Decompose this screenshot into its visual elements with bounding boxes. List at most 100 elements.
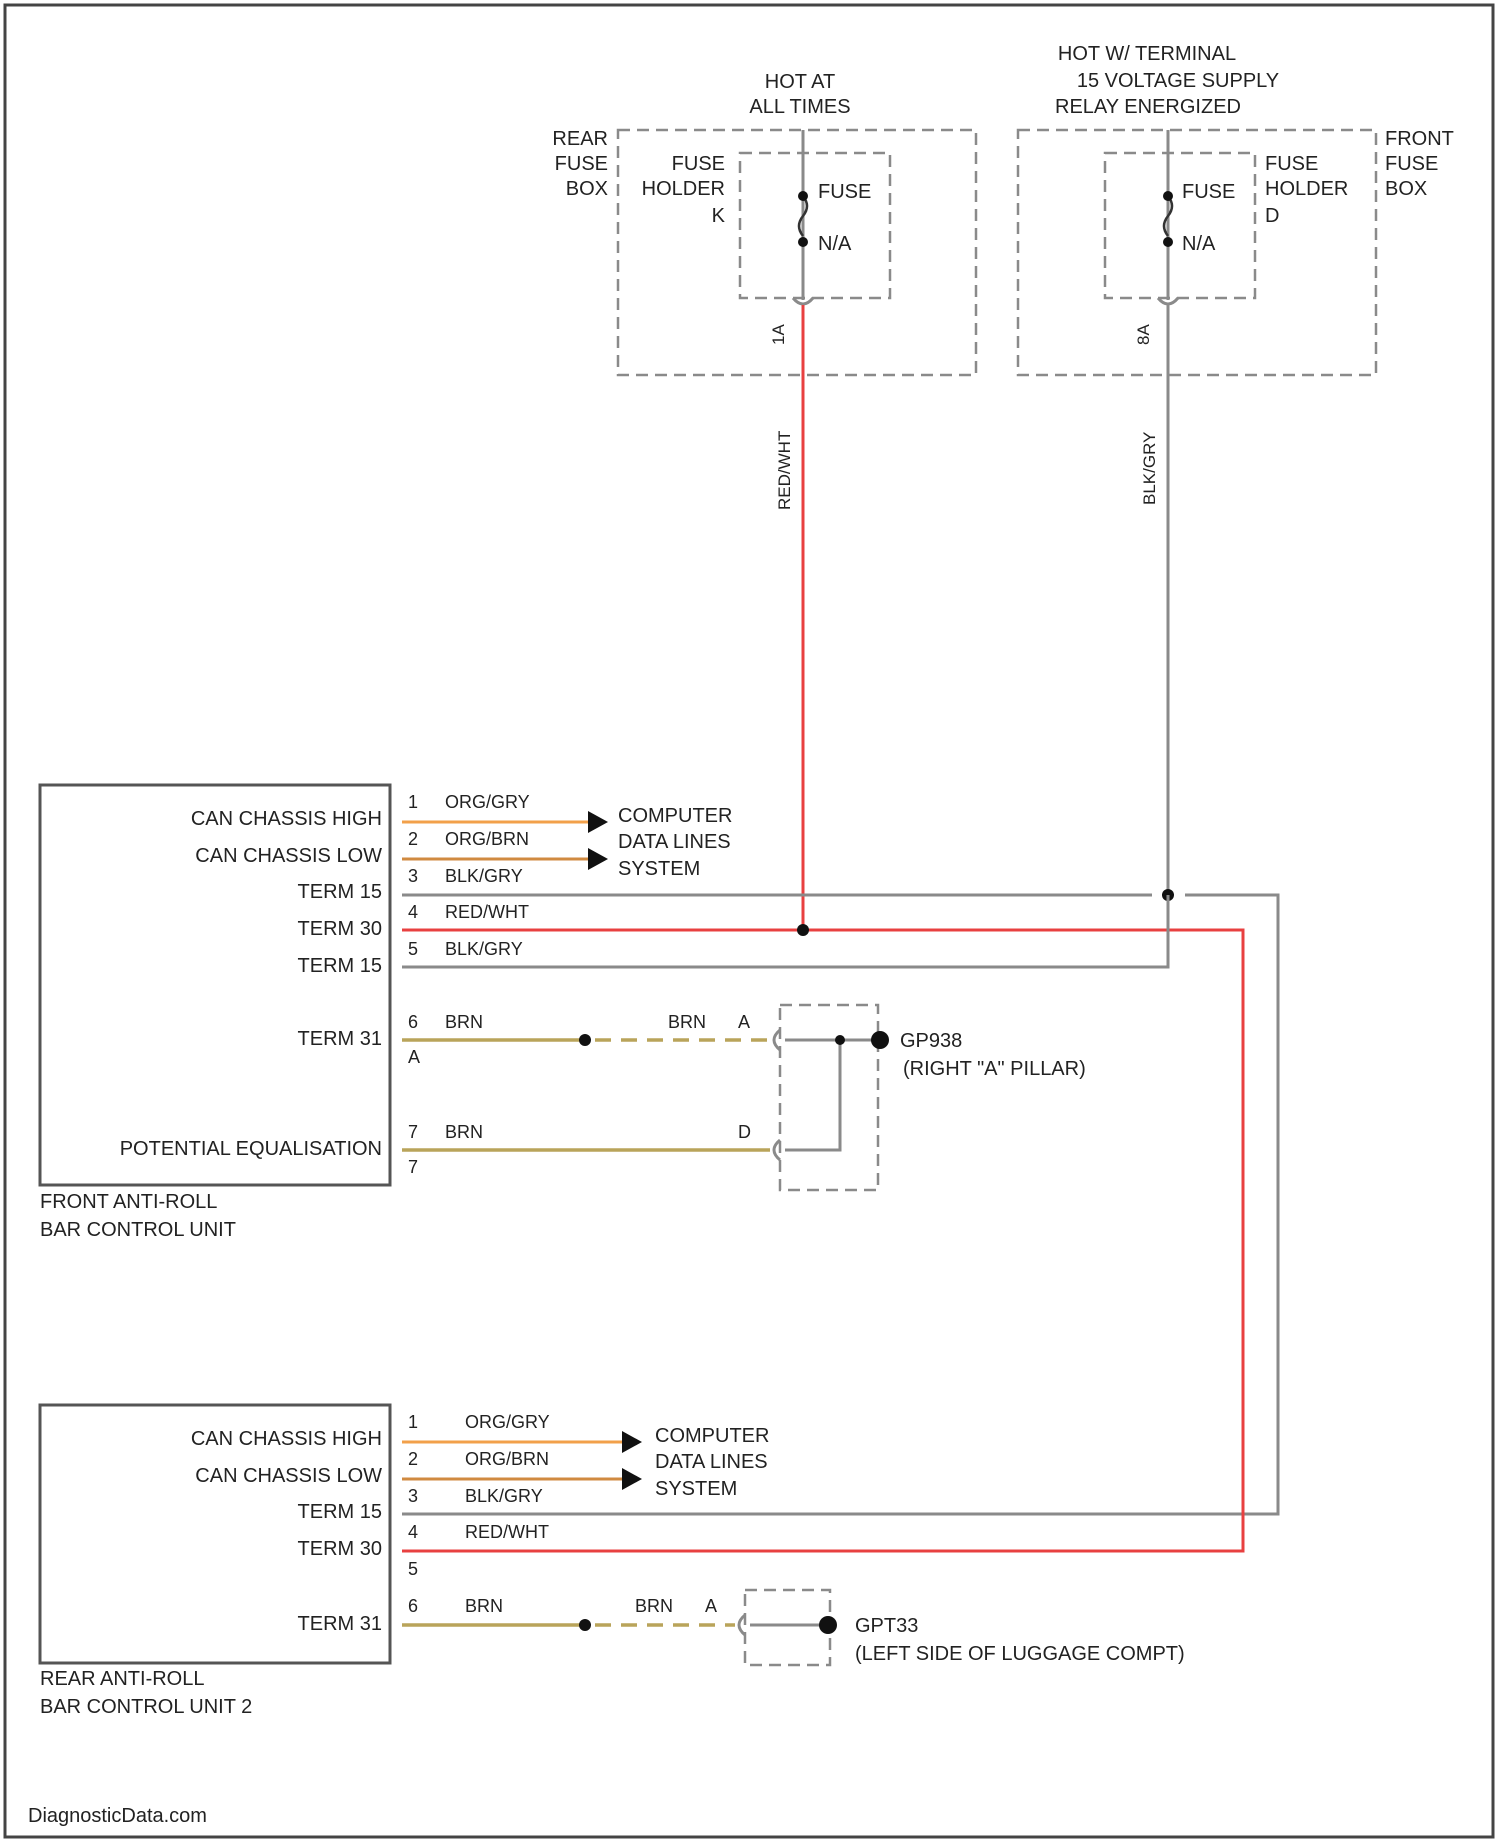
rear-pin-num-6: 6: [408, 1596, 418, 1616]
rear-unit-name-1: REAR ANTI-ROLL: [40, 1668, 204, 1690]
front-data-lines-3: SYSTEM: [618, 858, 700, 880]
front-holder-label-3: D: [1265, 205, 1279, 227]
front-ground-name: GP938: [900, 1030, 962, 1052]
front-fuse-dot-top: [1163, 191, 1173, 201]
rear-data-lines-2: DATA LINES: [655, 1451, 768, 1473]
rear-fuse-dot-top: [798, 191, 808, 201]
rear-supply-label-1: HOT AT: [765, 71, 835, 93]
front-arrow-can-low: [588, 848, 608, 870]
front-supply-label-1: HOT W/ TERMINAL: [1058, 43, 1236, 65]
rear-pin-num-3: 3: [408, 1486, 418, 1506]
rear-wire-color-6: BRN: [465, 1596, 503, 1616]
front-ground-internal-d: [785, 1040, 840, 1150]
front-data-lines-1: COMPUTER: [618, 805, 732, 827]
front-unit-name-2: BAR CONTROL UNIT: [40, 1219, 236, 1241]
front-wire-color-2: ORG/BRN: [445, 829, 529, 849]
rear-fuse-rating: N/A: [818, 233, 852, 255]
front-fuse-dot-bottom: [1163, 237, 1173, 247]
rear-pin-label-2: CAN CHASSIS LOW: [195, 1465, 382, 1487]
rear-arrow-can-high: [622, 1431, 642, 1453]
front-term31-splice: [579, 1034, 591, 1046]
front-ground-location: (RIGHT "A" PILLAR): [903, 1058, 1086, 1080]
rear-ground-connector: [745, 1590, 830, 1665]
rear-pin-num-5: 5: [408, 1559, 418, 1579]
front-holder-label-2: HOLDER: [1265, 178, 1348, 200]
rear-wire-color-1: ORG/GRY: [465, 1412, 550, 1432]
front-holder-label-1: FUSE: [1265, 153, 1318, 175]
rear-supply-label-2: ALL TIMES: [749, 96, 850, 118]
rear-pin-label-6: TERM 31: [298, 1613, 382, 1635]
front-supply-label-3: RELAY ENERGIZED: [1055, 96, 1241, 118]
front-pin-label-4: TERM 30: [298, 918, 382, 940]
rear-anti-roll-unit: REAR ANTI-ROLL BAR CONTROL UNIT 2 CAN CH…: [40, 1405, 1185, 1718]
rear-fuse-terminal-label: 1A: [769, 324, 788, 345]
rear-holder-label-2: HOLDER: [642, 178, 725, 200]
front-ground-wire-color: BRN: [668, 1012, 706, 1032]
rear-fuse-holder-outline: [740, 153, 890, 298]
front-pin-label-3: TERM 15: [298, 881, 382, 903]
rear-arrow-can-low: [622, 1468, 642, 1490]
front-box-label-2: FUSE: [1385, 153, 1438, 175]
rear-holder-label-1: FUSE: [672, 153, 725, 175]
front-supply-label-2: 15 VOLTAGE SUPPLY: [1077, 70, 1279, 92]
splice-term30: [797, 924, 809, 936]
front-ground-connector: [780, 1005, 878, 1190]
front-pin-extra-a: A: [408, 1047, 420, 1067]
front-pin-label-2: CAN CHASSIS LOW: [195, 845, 382, 867]
front-pin-num-3: 3: [408, 866, 418, 886]
front-wire-color-5: BLK/GRY: [445, 939, 523, 959]
front-arrow-can-high: [588, 811, 608, 833]
front-pin-num-7: 7: [408, 1122, 418, 1142]
rear-box-label-1: REAR: [552, 128, 608, 150]
front-wire-color-7: BRN: [445, 1122, 483, 1142]
rear-wire-color-4: RED/WHT: [465, 1522, 549, 1542]
front-pin-num-4: 4: [408, 902, 418, 922]
front-data-lines-2: DATA LINES: [618, 831, 731, 853]
rear-pin-num-2: 2: [408, 1449, 418, 1469]
front-pin-num-6: 6: [408, 1012, 418, 1032]
rear-fuse-wire-color: RED/WHT: [775, 431, 794, 510]
rear-fuse-box: HOT AT ALL TIMES REAR FUSE BOX FUSE HOLD…: [552, 71, 976, 510]
rear-holder-label-3: K: [712, 205, 726, 227]
front-fuse-holder-outline: [1105, 153, 1255, 298]
front-pin-num-1: 1: [408, 792, 418, 812]
rear-wire-color-2: ORG/BRN: [465, 1449, 549, 1469]
rear-box-label-2: FUSE: [555, 153, 608, 175]
front-ground-junction: [835, 1035, 845, 1045]
rear-pin-label-3: TERM 15: [298, 1501, 382, 1523]
rear-pin-label-4: TERM 30: [298, 1538, 382, 1560]
front-pin-label-5: TERM 15: [298, 955, 382, 977]
front-pin-label-1: CAN CHASSIS HIGH: [191, 808, 382, 830]
diagram-frame: [5, 5, 1493, 1837]
rear-fuse-dot-bottom: [798, 237, 808, 247]
front-wire-color-3: BLK/GRY: [445, 866, 523, 886]
watermark: DiagnosticData.com: [28, 1805, 207, 1827]
front-pin-num-2: 2: [408, 829, 418, 849]
front-wire-color-6: BRN: [445, 1012, 483, 1032]
rear-ground-pin-a: A: [705, 1596, 717, 1616]
rear-unit-name-2: BAR CONTROL UNIT 2: [40, 1696, 252, 1718]
rear-ground-location: (LEFT SIDE OF LUGGAGE COMPT): [855, 1643, 1185, 1665]
front-unit-name-1: FRONT ANTI-ROLL: [40, 1191, 217, 1213]
front-pin-extra-7: 7: [408, 1157, 418, 1177]
rear-wire-color-3: BLK/GRY: [465, 1486, 543, 1506]
front-pin-label-7: POTENTIAL EQUALISATION: [120, 1138, 382, 1160]
front-anti-roll-unit: FRONT ANTI-ROLL BAR CONTROL UNIT CAN CHA…: [40, 785, 1086, 1241]
ground-gpt33-icon: [819, 1616, 837, 1634]
rear-data-lines-3: SYSTEM: [655, 1478, 737, 1500]
rear-ground-wire-color: BRN: [635, 1596, 673, 1616]
front-ground-pin-a: A: [738, 1012, 750, 1032]
ground-gp938-icon: [871, 1031, 889, 1049]
rear-data-lines-1: COMPUTER: [655, 1425, 769, 1447]
front-pin-num-5: 5: [408, 939, 418, 959]
rear-pin-num-1: 1: [408, 1412, 418, 1432]
front-fuse-rating: N/A: [1182, 233, 1216, 255]
rear-fuse-label: FUSE: [818, 181, 871, 203]
front-box-label-1: FRONT: [1385, 128, 1454, 150]
rear-pin-num-4: 4: [408, 1522, 418, 1542]
front-wire-color-4: RED/WHT: [445, 902, 529, 922]
front-wire-color-1: ORG/GRY: [445, 792, 530, 812]
rear-pin-label-1: CAN CHASSIS HIGH: [191, 1428, 382, 1450]
front-fuse-label: FUSE: [1182, 181, 1235, 203]
